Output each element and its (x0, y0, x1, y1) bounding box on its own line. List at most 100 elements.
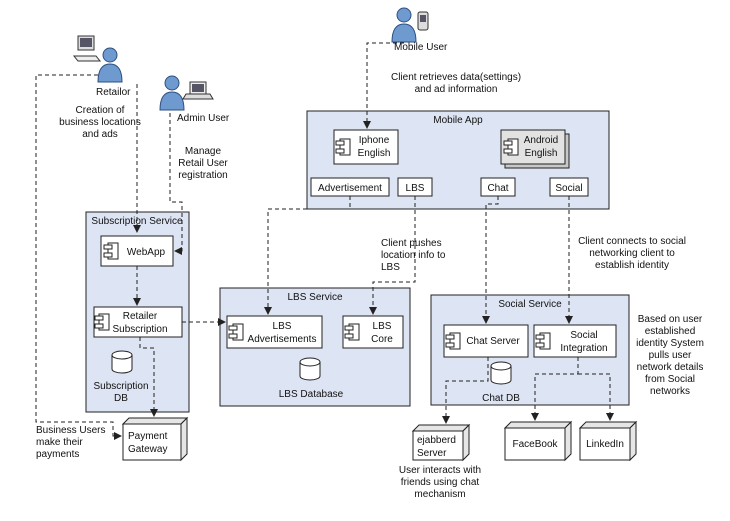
note-lbs-push: Client pushes location info to LBS (381, 238, 446, 273)
svg-text:Social: Social (555, 183, 582, 194)
svg-text:make their: make their (36, 437, 83, 448)
android-component: Android English (500, 129, 570, 169)
social-module: Social (549, 177, 589, 197)
iphone-component: Iphone English (333, 129, 399, 165)
svg-text:Iphone: Iphone (359, 135, 390, 146)
svg-text:Chat DB: Chat DB (482, 393, 520, 404)
svg-text:Based on user: Based on user (638, 314, 703, 325)
lbs-service-title: LBS Service (287, 292, 342, 303)
svg-text:LBS: LBS (373, 321, 392, 332)
svg-text:business locations: business locations (59, 117, 141, 128)
svg-text:Creation of: Creation of (76, 105, 125, 116)
svg-text:network details: network details (637, 362, 704, 373)
svg-text:Payment: Payment (128, 431, 168, 442)
note-admin: Manage Retail User registration (178, 146, 228, 181)
svg-text:Retailer: Retailer (123, 311, 158, 322)
mobile-user-label: Mobile User (394, 42, 448, 53)
svg-text:and ads: and ads (82, 129, 118, 140)
admin-actor: Admin User (159, 75, 230, 124)
svg-text:identity System: identity System (636, 338, 704, 349)
svg-text:mechanism: mechanism (414, 489, 465, 500)
svg-text:Retail User: Retail User (178, 158, 228, 169)
svg-text:networks: networks (650, 386, 690, 397)
lbs-core-component: LBS Core (342, 315, 404, 349)
svg-text:LBS: LBS (273, 321, 292, 332)
svg-text:Gateway: Gateway (128, 444, 167, 455)
note-chat: User interacts with friends using chat m… (399, 465, 481, 500)
user-person-icon (391, 7, 417, 43)
mobile-app-title: Mobile App (433, 115, 483, 126)
svg-text:from Social: from Social (645, 374, 695, 385)
svg-text:Server: Server (417, 448, 447, 459)
svg-text:Chat Server: Chat Server (466, 336, 520, 347)
lbs-advertisements-component: LBS Advertisements (226, 315, 323, 349)
retailer-subscription-component: Retailer Subscription (93, 306, 183, 338)
social-service-title: Social Service (498, 299, 562, 310)
note-mobile: Client retrieves data(settings) and ad i… (391, 72, 521, 95)
svg-text:friends using chat: friends using chat (401, 477, 480, 488)
social-integration-component: Social Integration (533, 324, 617, 358)
svg-text:Client retrieves data(settings: Client retrieves data(settings) (391, 72, 521, 83)
chat-db: Chat DB (482, 361, 520, 404)
admin-label: Admin User (177, 113, 230, 124)
mobile-user-actor: Mobile User (391, 7, 448, 53)
svg-text:Chat: Chat (487, 183, 508, 194)
subscription-service-title: Subscription Service (91, 216, 183, 227)
svg-text:Business Users: Business Users (36, 425, 105, 436)
connectors (35, 42, 614, 440)
svg-text:FaceBook: FaceBook (512, 439, 558, 450)
computer-icon (72, 35, 102, 62)
svg-text:and ad information: and ad information (415, 84, 498, 95)
svg-text:English: English (525, 148, 558, 159)
svg-text:pulls user: pulls user (649, 350, 692, 361)
svg-text:establish identity: establish identity (595, 260, 669, 271)
note-business-users: Business Users make their payments (36, 425, 105, 460)
svg-text:Social: Social (570, 330, 597, 341)
svg-text:LBS Database: LBS Database (279, 389, 344, 400)
svg-text:LBS: LBS (381, 262, 400, 273)
note-retailer: Creation of business locations and ads (59, 105, 141, 140)
lbs-database: LBS Database (279, 357, 344, 400)
chat-module: Chat (480, 177, 516, 197)
chat-server-component: Chat Server (443, 324, 529, 358)
ejabberd-server-node: ejabberd Server (411, 423, 471, 462)
svg-text:payments: payments (36, 449, 79, 460)
svg-text:User interacts with: User interacts with (399, 465, 481, 476)
note-identity: Based on user established identity Syste… (636, 314, 704, 397)
svg-text:WebApp: WebApp (127, 247, 166, 258)
user-person-icon (159, 75, 185, 111)
svg-text:Client pushes: Client pushes (381, 238, 442, 249)
svg-text:networking client to: networking client to (589, 248, 675, 259)
advertisement-module: Advertisement (310, 177, 390, 197)
facebook-node: FaceBook (503, 420, 573, 462)
svg-text:Integration: Integration (560, 343, 607, 354)
svg-text:location info to: location info to (381, 250, 446, 261)
lbs-module: LBS (397, 177, 433, 197)
retailer-label: Retailor (96, 87, 131, 98)
subscription-db: Subscription DB (93, 350, 149, 404)
retailer-actor: Retailor (72, 35, 131, 98)
svg-text:DB: DB (114, 393, 128, 404)
payment-gateway-node: Payment Gateway (121, 416, 189, 462)
svg-text:Advertisement: Advertisement (318, 183, 382, 194)
svg-text:LinkedIn: LinkedIn (586, 439, 624, 450)
svg-text:Android: Android (524, 135, 558, 146)
svg-text:established: established (645, 326, 696, 337)
svg-text:ejabberd: ejabberd (417, 435, 456, 446)
svg-text:English: English (358, 148, 391, 159)
mobile-phone-icon (417, 11, 429, 31)
svg-text:Client connects to social: Client connects to social (578, 236, 686, 247)
svg-text:registration: registration (178, 170, 227, 181)
webapp-component: WebApp (100, 235, 174, 267)
svg-text:Subscription: Subscription (93, 381, 148, 392)
svg-text:Core: Core (371, 334, 393, 345)
svg-text:Advertisements: Advertisements (248, 334, 317, 345)
note-social-connect: Client connects to social networking cli… (578, 236, 686, 271)
svg-text:LBS: LBS (406, 183, 425, 194)
linkedin-node: LinkedIn (578, 420, 638, 462)
svg-text:Manage: Manage (185, 146, 222, 157)
laptop-icon (182, 81, 214, 100)
user-person-icon (97, 47, 123, 83)
svg-text:Subscription: Subscription (112, 324, 167, 335)
